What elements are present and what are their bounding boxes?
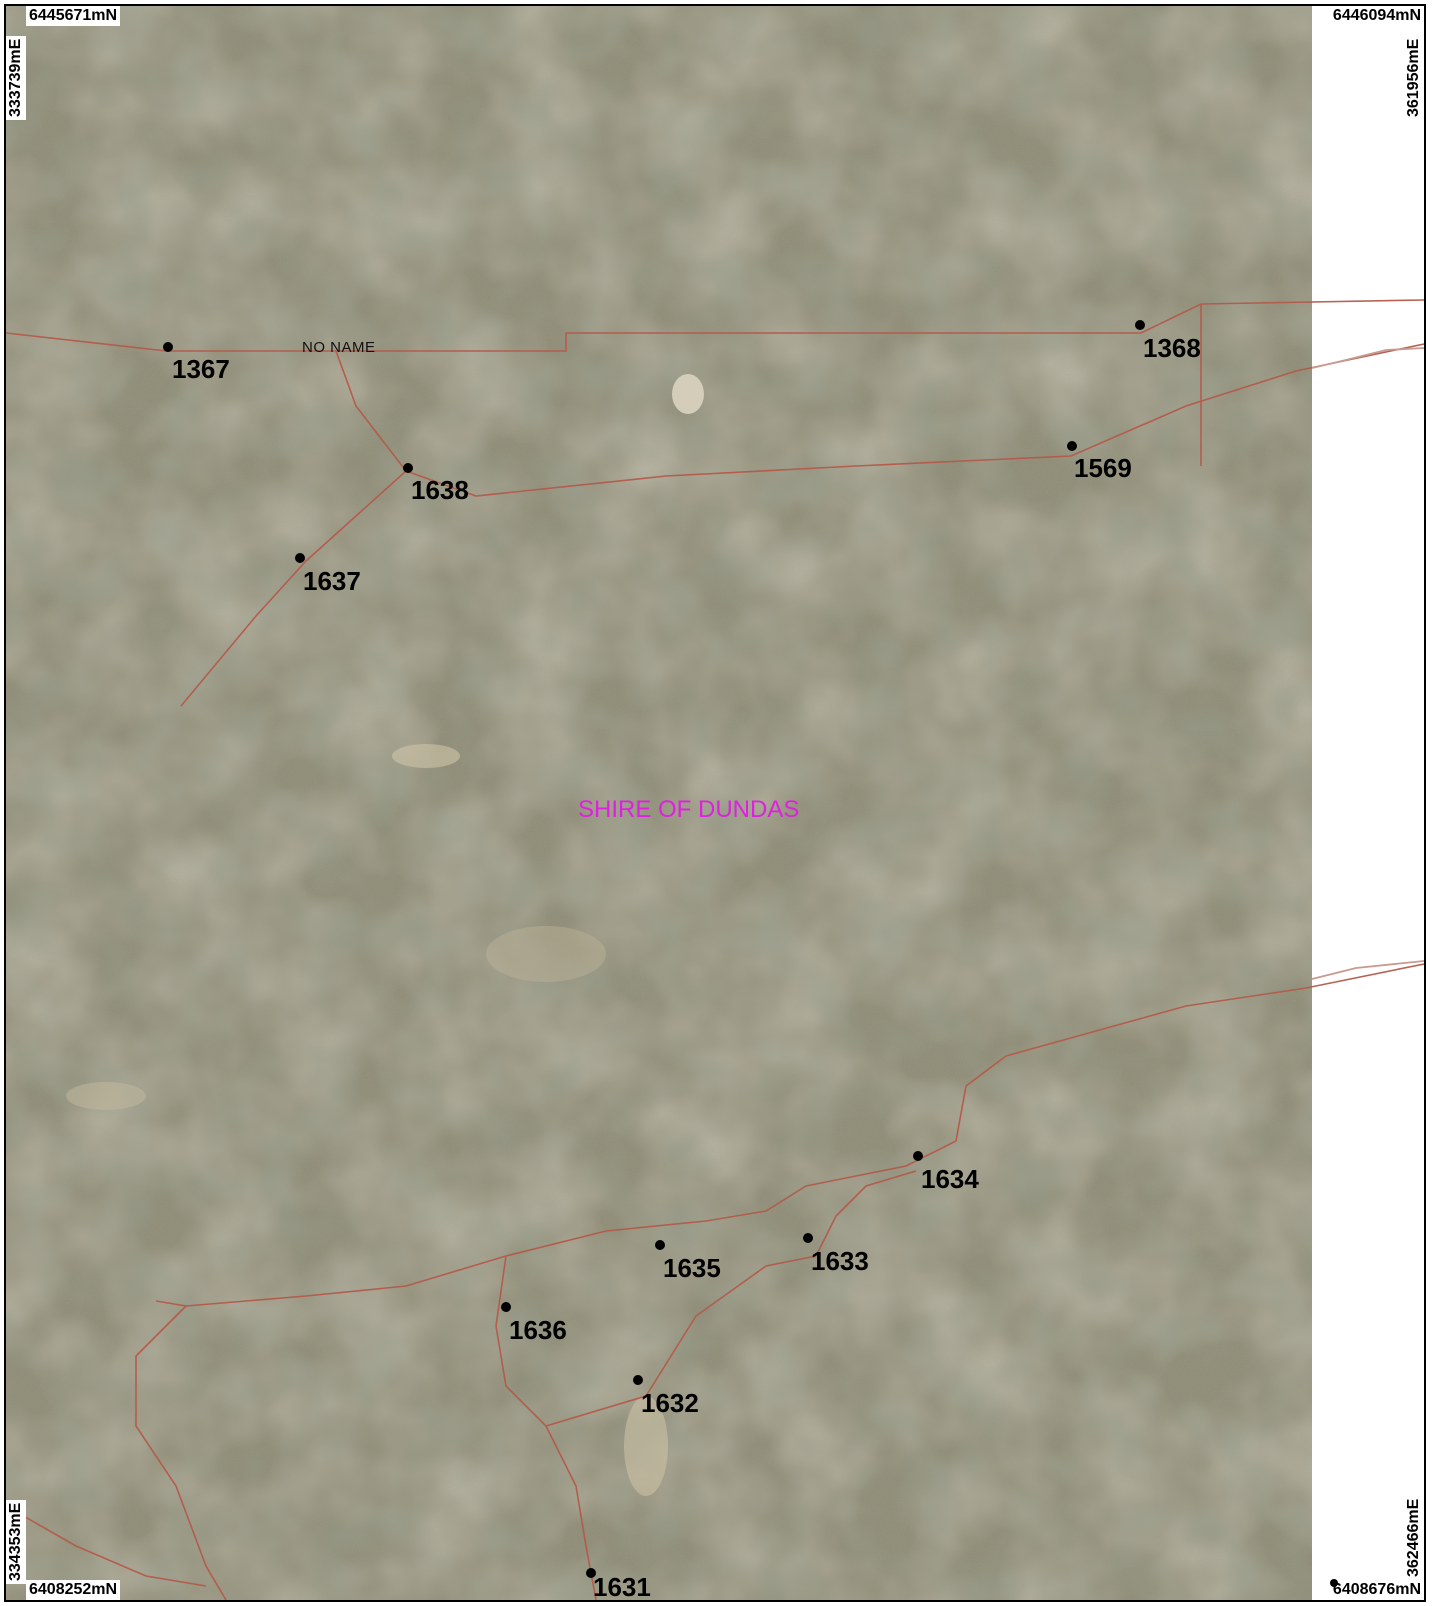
survey-point-label: 1634 [921,1164,979,1194]
survey-point-marker[interactable] [1067,441,1077,451]
corner-easting-bottom-left: 334353mE [6,1499,26,1584]
corner-northing-bottom-right: 6408676mN [1329,1580,1424,1600]
survey-point-label: 1638 [411,475,469,505]
survey-point-marker[interactable] [655,1240,665,1250]
satellite-imagery [6,6,1312,1600]
map-frame[interactable]: NO NAME SHIRE OF DUNDAS 1367 1368 1569 1… [4,4,1426,1602]
survey-point-label: 1632 [641,1388,699,1418]
survey-point-marker[interactable] [586,1568,596,1578]
survey-point-label: 1569 [1074,453,1132,483]
survey-point-label: 1631 [593,1572,651,1602]
survey-point-label: 1636 [509,1315,567,1345]
survey-point-label: 1637 [303,566,361,596]
survey-point-marker[interactable] [1135,320,1145,330]
survey-point-label: 1368 [1143,333,1201,363]
survey-point-marker[interactable] [163,342,173,352]
survey-point-marker[interactable] [913,1151,923,1161]
corner-easting-top-left: 333739mE [6,35,26,120]
corner-easting-top-right: 361956mE [1404,35,1424,120]
corner-easting-bottom-right: 362466mE [1404,1495,1424,1580]
survey-point-marker[interactable] [295,553,305,563]
shire-label: SHIRE OF DUNDAS [578,796,800,823]
survey-point-marker[interactable] [803,1233,813,1243]
corner-northing-top-left: 6445671mN [26,6,121,26]
survey-point-marker[interactable] [403,463,413,473]
survey-point-marker[interactable] [633,1375,643,1385]
corner-northing-top-right: 6446094mN [1329,6,1424,26]
survey-point-label: 1367 [172,354,230,384]
boundary-end-marker [1330,1579,1338,1587]
corner-northing-bottom-left: 6408252mN [26,1580,121,1600]
road-name-label: NO NAME [302,339,376,356]
survey-point-label: 1635 [663,1253,721,1283]
survey-point-label: 1633 [811,1246,869,1276]
survey-point-marker[interactable] [501,1302,511,1312]
